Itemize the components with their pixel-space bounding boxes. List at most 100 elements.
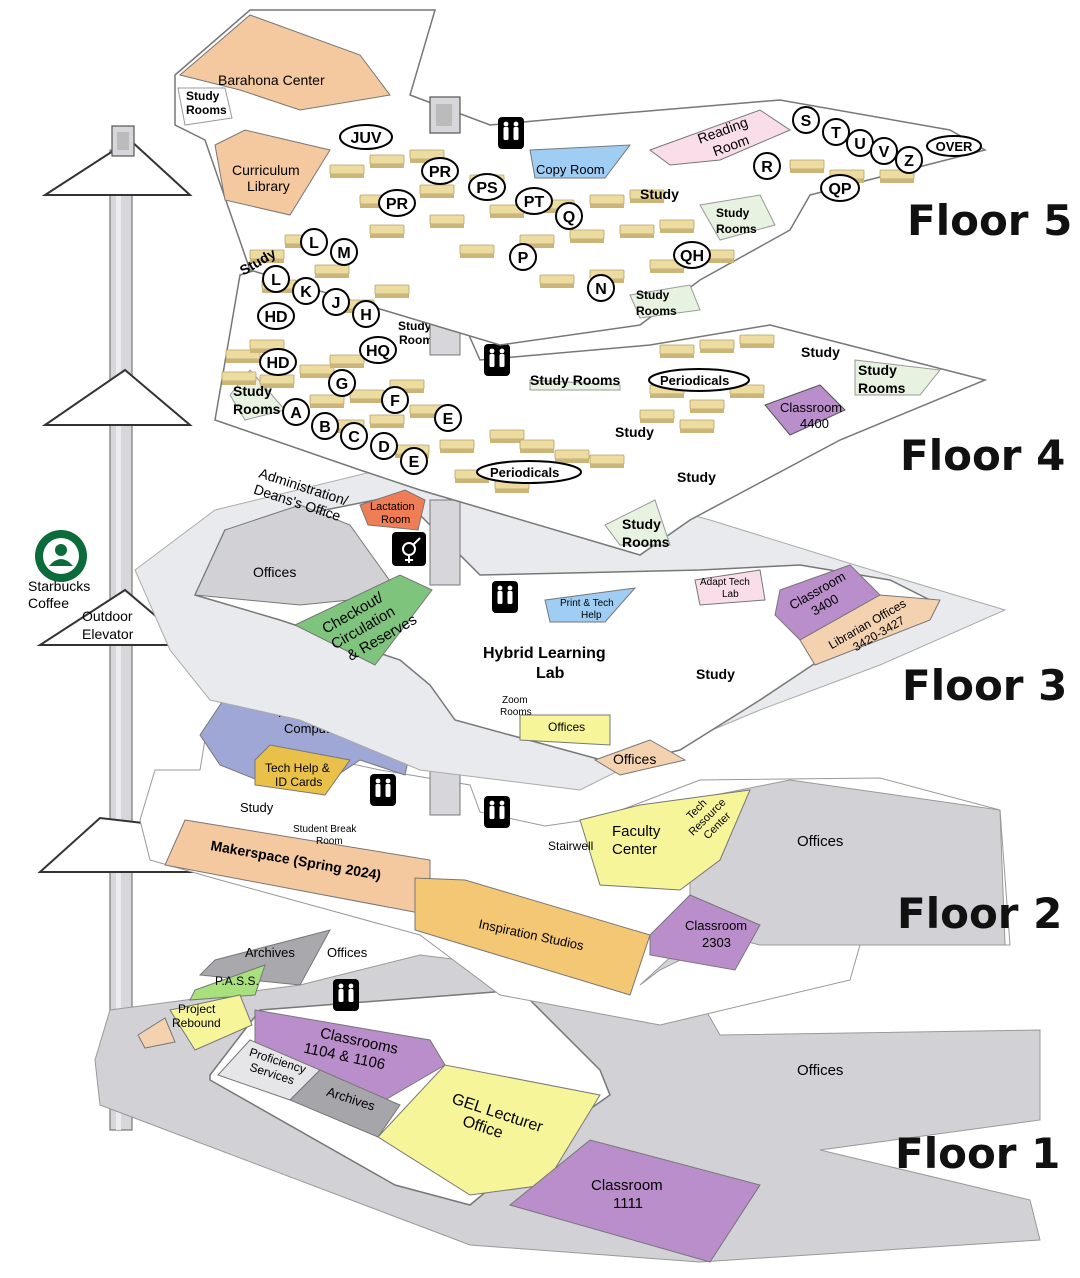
f4-study-rooms-a[interactable]: Study Rooms bbox=[530, 372, 620, 388]
restroom-icon[interactable] bbox=[370, 774, 396, 806]
restroom-icon[interactable] bbox=[484, 344, 510, 376]
f1-pass[interactable]: P.A.S.S. bbox=[215, 974, 259, 988]
f4-study-a[interactable]: Study bbox=[801, 344, 840, 360]
f1-pr-l1: Project bbox=[178, 1002, 216, 1016]
call-Q[interactable]: Q bbox=[555, 202, 583, 230]
call-K[interactable]: K bbox=[292, 277, 320, 305]
call-P[interactable]: P bbox=[509, 243, 537, 271]
call-T[interactable]: T bbox=[822, 118, 850, 146]
call-C[interactable]: C bbox=[340, 422, 368, 450]
call-A[interactable]: A bbox=[282, 398, 310, 426]
f5-barahona[interactable]: Barahona Center bbox=[218, 72, 325, 88]
call-G[interactable]: G bbox=[328, 369, 356, 397]
f5-copy-room[interactable]: Copy Room bbox=[536, 162, 605, 177]
f3-offices-b[interactable]: Offices bbox=[548, 720, 585, 734]
call-PR-2[interactable]: PR bbox=[378, 189, 416, 217]
svg-text:J: J bbox=[332, 295, 341, 312]
f4-periodicals-b[interactable]: Periodicals bbox=[490, 465, 559, 480]
call-R[interactable]: R bbox=[753, 152, 781, 180]
call-L-2[interactable]: L bbox=[262, 265, 290, 293]
svg-text:U: U bbox=[854, 136, 866, 153]
f4-study-b[interactable]: Study bbox=[615, 424, 654, 440]
restroom-icon[interactable] bbox=[498, 117, 524, 149]
f4-src-l2: Rooms bbox=[622, 534, 670, 550]
f1-archives-a[interactable]: Archives bbox=[245, 945, 295, 960]
svg-text:HD: HD bbox=[266, 355, 289, 372]
f2-offices[interactable]: Offices bbox=[797, 833, 843, 850]
call-H[interactable]: H bbox=[352, 300, 380, 328]
f4-study-c[interactable]: Study bbox=[677, 469, 716, 485]
f4-periodicals-a[interactable]: Periodicals bbox=[660, 373, 729, 388]
gender-neutral-restroom-icon[interactable] bbox=[392, 532, 426, 566]
starbucks-logo-icon bbox=[35, 530, 87, 582]
floor-4-label: Floor 4 bbox=[900, 431, 1065, 480]
call-J[interactable]: J bbox=[322, 288, 350, 316]
f3-offices-a[interactable]: Offices bbox=[253, 564, 296, 580]
f2-br-l1: Student Break bbox=[293, 824, 357, 835]
svg-text:A: A bbox=[290, 405, 302, 422]
call-OVER[interactable]: OVER bbox=[926, 135, 982, 157]
f1-offices-a[interactable]: Offices bbox=[327, 945, 368, 960]
f4-c4400-l2: 4400 bbox=[800, 416, 829, 431]
call-QP[interactable]: QP bbox=[820, 174, 860, 202]
f5-srb-l1: Study bbox=[716, 206, 750, 220]
f2-stairwell[interactable]: Stairwell bbox=[548, 839, 593, 853]
call-B[interactable]: B bbox=[311, 412, 339, 440]
svg-text:C: C bbox=[348, 429, 360, 446]
call-JUV[interactable]: JUV bbox=[339, 124, 393, 150]
call-Z[interactable]: Z bbox=[895, 146, 923, 174]
call-PS[interactable]: PS bbox=[468, 173, 506, 201]
f5-srb-l2: Rooms bbox=[716, 222, 757, 236]
call-S[interactable]: S bbox=[792, 106, 820, 134]
call-QH[interactable]: QH bbox=[673, 241, 711, 269]
call-F[interactable]: F bbox=[381, 386, 409, 414]
call-V[interactable]: V bbox=[870, 137, 898, 165]
call-M[interactable]: M bbox=[330, 238, 358, 266]
call-E-1[interactable]: E bbox=[434, 404, 462, 432]
restroom-icon[interactable] bbox=[492, 581, 518, 613]
f3-study[interactable]: Study bbox=[696, 666, 735, 682]
call-D[interactable]: D bbox=[370, 432, 398, 460]
svg-text:V: V bbox=[879, 144, 890, 161]
f3-at-l2: Lab bbox=[722, 589, 739, 600]
f2-tech-help[interactable]: Tech Help &ID Cards bbox=[265, 761, 330, 789]
f5-study-a[interactable]: Study bbox=[640, 186, 679, 202]
f4-call-numbers: HD HQ G F E A B C D E bbox=[259, 336, 462, 475]
call-N[interactable]: N bbox=[587, 274, 615, 302]
call-HD-2[interactable]: HD bbox=[259, 348, 297, 376]
call-PR-1[interactable]: PR bbox=[421, 157, 459, 185]
f5-elevator-icon bbox=[429, 96, 461, 134]
f3-offices-c[interactable]: Offices bbox=[613, 751, 656, 767]
f2-study[interactable]: Study bbox=[240, 800, 274, 815]
f2-fc-l1: Faculty bbox=[612, 823, 661, 840]
call-U[interactable]: U bbox=[846, 129, 874, 157]
restroom-icon[interactable] bbox=[333, 979, 359, 1011]
call-HD-1[interactable]: HD bbox=[257, 302, 295, 330]
call-E-2[interactable]: E bbox=[400, 447, 428, 475]
call-HQ[interactable]: HQ bbox=[359, 336, 397, 364]
f1-offices-b[interactable]: Offices bbox=[797, 1062, 843, 1079]
call-L-1[interactable]: L bbox=[300, 228, 328, 256]
call-PT[interactable]: PT bbox=[515, 187, 553, 215]
restroom-icon[interactable] bbox=[484, 796, 510, 828]
